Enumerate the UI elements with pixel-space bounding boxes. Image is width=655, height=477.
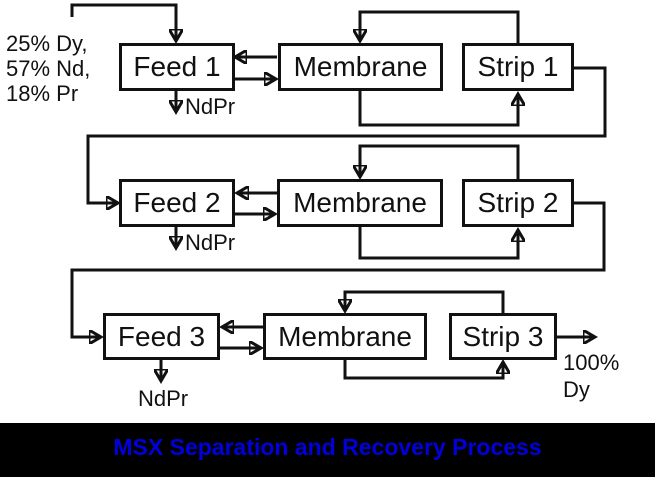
membrane3-to-strip3-arrow (343, 360, 503, 380)
membrane-3-box: Membrane (263, 313, 427, 360)
input-composition-line: 18% Pr (6, 81, 79, 106)
membrane-2-box: Membrane (277, 179, 443, 227)
strip2-to-feed3-arrow (70, 201, 606, 337)
process-title: MSX Separation and Recovery Process (113, 433, 542, 460)
membrane2-to-strip2-arrow (358, 227, 518, 260)
strip-3-box: Strip 3 (449, 313, 557, 360)
title-bar: MSX Separation and Recovery Process (0, 423, 655, 477)
feed-2-box: Feed 2 (119, 179, 235, 227)
output-product-label: 100% Dy (563, 349, 619, 403)
membrane-1-box: Membrane (278, 43, 443, 91)
membrane1-to-strip1-arrow (358, 91, 518, 127)
input-composition-line: 57% Nd, (6, 56, 91, 81)
strip2-to-membrane2-recycle-arrow (360, 144, 520, 179)
connector-layer (70, 3, 607, 423)
strip1-to-feed2-arrow (86, 66, 607, 203)
strip1-to-membrane1-recycle-arrow (360, 10, 520, 43)
strip-2-box: Strip 2 (462, 179, 574, 227)
input-composition-line: 25% Dy, (6, 31, 88, 56)
input-composition-label: 25% Dy, 57% Nd, 18% Pr (6, 31, 90, 106)
ndpr-output-3-label: NdPr (138, 386, 189, 411)
strip-1-box: Strip 1 (462, 43, 574, 91)
output-product-line: 100% (563, 350, 620, 375)
ndpr-output-1-label: NdPr (185, 94, 236, 119)
feed-1-box: Feed 1 (119, 43, 235, 91)
strip3-to-membrane3-recycle-arrow (345, 290, 505, 313)
output-product-line: Dy (563, 377, 590, 402)
feed-3-box: Feed 3 (103, 313, 220, 360)
ndpr-output-2-label: NdPr (185, 230, 236, 255)
input-to-feed1-arrow (70, 3, 176, 40)
